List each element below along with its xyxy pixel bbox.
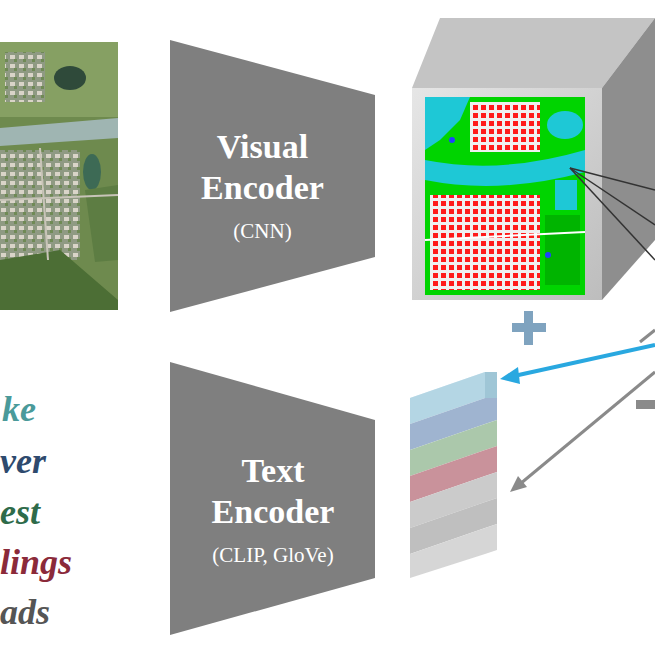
encoder-subtitle: (CLIP, GloVe) xyxy=(184,543,362,569)
encoder-title: Visual Encoder xyxy=(180,126,345,209)
aerial-image xyxy=(0,42,118,310)
embedding-stack xyxy=(410,372,497,578)
encoder-trapezoid: Text Encoder (CLIP, GloVe) xyxy=(170,362,375,635)
class-word: est xyxy=(0,492,40,532)
class-word: ke xyxy=(2,389,36,429)
encoder-subtitle: (CNN) xyxy=(180,219,345,245)
class-word: ver xyxy=(0,441,46,481)
push-arrows xyxy=(510,330,655,492)
feature-cube xyxy=(412,18,655,300)
leader-lines xyxy=(570,168,655,260)
pull-arrow xyxy=(500,345,655,384)
segmentation-map xyxy=(425,97,585,295)
class-word: lings xyxy=(0,542,72,582)
plus-symbol xyxy=(512,311,546,345)
encoder-trapezoid: Visual Encoder (CNN) xyxy=(170,40,375,312)
minus-symbol xyxy=(636,400,655,409)
class-word: ads xyxy=(0,592,50,632)
encoder-title: Text Encoder xyxy=(184,450,362,533)
